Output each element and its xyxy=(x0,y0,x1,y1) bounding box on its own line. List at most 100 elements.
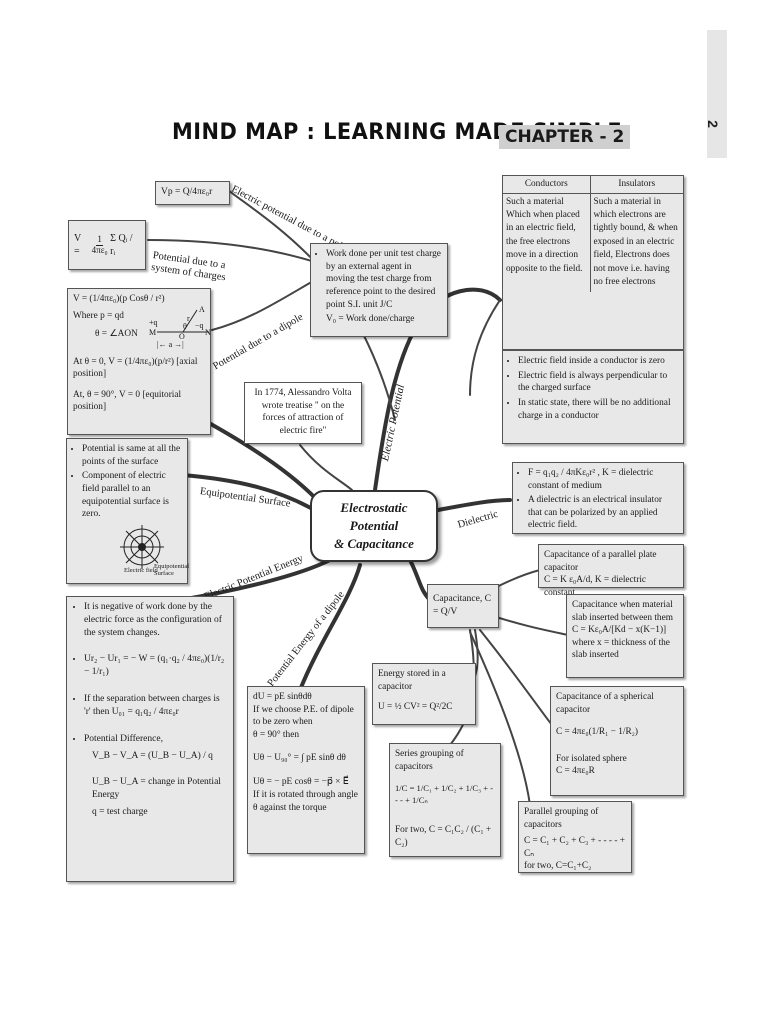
system-sum: Σ Qᵢ / rᵢ xyxy=(110,232,133,258)
point-charge-box: Vp = Q/4πε₀r xyxy=(155,181,230,205)
branch-dipole xyxy=(198,416,324,507)
slab-note: where x = thickness of the slab inserted xyxy=(572,637,670,661)
volta-box: In 1774, Alessandro Volta wrote treatise… xyxy=(244,382,362,444)
dipole-figure: Where p = qd θ = ∠AON A r +q −q θ M O N … xyxy=(73,304,211,352)
dipole-fig-m: M xyxy=(149,327,157,337)
parallel-title: Parallel grouping of capacitors xyxy=(524,807,599,830)
potential-energy-list: It is negative of work done by the elect… xyxy=(72,601,228,746)
point-charge-formula: Vp = Q/4πε₀r xyxy=(161,187,213,197)
conductor-facts-list: Electric field inside a conductor is zer… xyxy=(508,355,678,422)
dipole-energy-line1: dU = pE sinθdθ xyxy=(253,692,312,702)
insulators-header: Insulators xyxy=(589,176,683,194)
dipole-energy-line5: Uθ = − pE cosθ = −p⃗ × E⃗ xyxy=(253,777,349,788)
spherical-isolated-label: For isolated sphere xyxy=(556,753,627,764)
dipole-fig-qneg: −q xyxy=(195,320,204,330)
capacitance-formula: Capacitance, C = Q/V xyxy=(433,593,492,617)
pe-separation: If the separation between charges is 'r'… xyxy=(84,693,228,719)
system-den: 4πε₀ xyxy=(91,244,108,255)
energy-capacitor-title: Energy stored in a capacitor xyxy=(378,669,446,692)
dielectric-box: F = q₁q₂ / 4πKε₀r² , K = dielectric cons… xyxy=(512,462,684,534)
equipotential-item: Potential is same at all the points of t… xyxy=(82,443,182,468)
slab-title: Capacitance when material slab inserted … xyxy=(572,600,673,623)
equipotential-box: Potential is same at all the points of t… xyxy=(66,438,189,584)
dipole-fig-alen: |← a →| xyxy=(157,339,184,349)
pe-test-charge-note: q = test charge xyxy=(92,806,148,817)
dipole-fig-a: A xyxy=(199,304,205,314)
dipole-line2: Where p = qd xyxy=(73,310,124,321)
dipole-fig-n: N xyxy=(205,327,211,337)
system-lhs: V = xyxy=(74,232,82,258)
dipole-line3: θ = ∠AON xyxy=(95,328,138,339)
equipotential-diagram xyxy=(120,525,164,570)
parallel-plate-box: Capacitance of a parallel plate capacito… xyxy=(538,544,684,598)
dipole-line4: At θ = 0, V = (1/4πε₀)(p/r²) [axial posi… xyxy=(73,356,198,380)
insulators-definition: Such a material in which electrons are t… xyxy=(589,193,683,292)
dielectric-list: F = q₁q₂ / 4πKε₀r² , K = dielectric cons… xyxy=(518,467,678,532)
spherical-isolated-formula: C = 4πε₀R xyxy=(556,766,595,777)
spherical-formula: C = 4πε₀(1/R₁ − 1/R₂) xyxy=(556,727,639,738)
chapter-badge: CHAPTER - 2 xyxy=(499,125,631,149)
branch-conductors xyxy=(469,299,501,396)
dipole-line1: V = (1/4πε₀)(p Cosθ / r²) xyxy=(73,294,165,304)
dielectric-definition: A dielectric is an electrical insulator … xyxy=(528,494,678,532)
equipotential-figure: Electric field Equipotential Surface xyxy=(72,523,189,579)
parallel-plate-formula: C = K ε₀A/d, K = dielectric constant xyxy=(544,575,647,598)
branch-dipole-sub xyxy=(211,279,316,331)
volta-text: In 1774, Alessandro Volta wrote treatise… xyxy=(254,388,352,437)
conductors-insulators-table: Conductors Insulators Such a material Wh… xyxy=(503,176,683,292)
branch-point-charge xyxy=(227,189,316,263)
work-done-box: Work done per unit test charge by an ext… xyxy=(310,243,448,337)
parallel-grouping-box: Parallel grouping of capacitors C = C₁ +… xyxy=(518,801,632,873)
central-topic-line2: & Capacitance xyxy=(334,536,414,552)
dipole-energy-box: dU = pE sinθdθ If we choose P.E. of dipo… xyxy=(247,686,365,854)
equipotential-fig-label1: Electric field xyxy=(124,567,158,575)
system-num: 1 xyxy=(96,234,103,246)
energy-capacitor-box: Energy stored in a capacitor U = ½ CV² =… xyxy=(372,663,476,725)
branch-equipotential xyxy=(181,473,320,514)
conductor-facts-box: Electric field inside a conductor is zer… xyxy=(502,350,684,444)
dipole-fig-o: O xyxy=(179,331,185,341)
page-tab xyxy=(707,30,727,158)
branch-slab xyxy=(489,614,569,636)
dipole-diagram xyxy=(157,309,209,333)
dielectric-force: F = q₁q₂ / 4πKε₀r² , K = dielectric cons… xyxy=(528,467,678,492)
dipole-fig-r: r xyxy=(187,313,190,323)
series-two: For two, C = C₁C₂ / (C₁ + C₂) xyxy=(395,825,492,848)
conductors-insulators-box: Conductors Insulators Such a material Wh… xyxy=(502,175,684,350)
series-formula: 1/C = 1/C₁ + 1/C₂ + 1/C₃ + - - - + 1/Cₙ xyxy=(395,783,494,805)
dipole-energy-line2: If we choose P.E. of dipole to be zero w… xyxy=(253,704,354,728)
pe-change-note: U_B − U_A = change in Potential Energy xyxy=(92,777,221,801)
work-done-formula: V₀ = Work done/charge xyxy=(326,314,415,325)
pe-change-formula: Ur₂ − Ur₁ = − W = (q₁·q₂ / 4πε₀)(1/r₂ − … xyxy=(84,653,228,679)
branch-dipole-energy xyxy=(298,563,362,692)
branch-volta xyxy=(299,444,353,491)
parallel-formula: C = C₁ + C₂ + C₃ + - - - - + Cₙ xyxy=(524,836,626,859)
central-topic: Electrostatic Potential & Capacitance xyxy=(310,490,438,562)
potential-energy-box: It is negative of work done by the elect… xyxy=(66,596,234,882)
dipole-energy-line3: θ = 90° then xyxy=(253,730,300,741)
pe-difference-label: Potential Difference, xyxy=(84,733,228,746)
spherical-capacitor-box: Capacitance of a spherical capacitor C =… xyxy=(550,686,684,796)
equipotential-list: Potential is same at all the points of t… xyxy=(72,443,182,521)
series-grouping-box: Series grouping of capacitors 1/C = 1/C₁… xyxy=(389,743,501,857)
dipole-energy-line6: If it is rotated through angle θ against… xyxy=(253,790,358,813)
parallel-two: for two, C=C₁+C₂ xyxy=(524,861,592,872)
series-title: Series grouping of capacitors xyxy=(395,749,464,772)
dipole-fig-qpos: +q xyxy=(149,317,158,327)
branch-dielectric xyxy=(436,498,512,512)
conductors-header: Conductors xyxy=(503,176,591,194)
parallel-plate-title: Capacitance of a parallel plate capacito… xyxy=(544,550,657,573)
dipole-box: V = (1/4πε₀)(p Cosθ / r²) Where p = qd θ… xyxy=(67,288,211,435)
central-topic-line1: Electrostatic Potential xyxy=(340,499,408,533)
slab-formula: C = Kε₀A/[Kd − x(K−1)] xyxy=(572,625,667,636)
conductors-definition: Such a material Which when placed in an … xyxy=(506,196,583,274)
dipole-fig-theta: θ xyxy=(183,321,187,331)
pe-difference-formula: V_B − V_A = (U_B − U_A) / q xyxy=(92,750,213,761)
dipole-energy-line4: Uθ − U₉₀° = ∫ pE sinθ dθ xyxy=(253,752,346,763)
pe-definition: It is negative of work done by the elect… xyxy=(84,601,228,639)
work-done-definition: Work done per unit test charge by an ext… xyxy=(326,248,442,311)
branch-spherical xyxy=(479,629,553,726)
